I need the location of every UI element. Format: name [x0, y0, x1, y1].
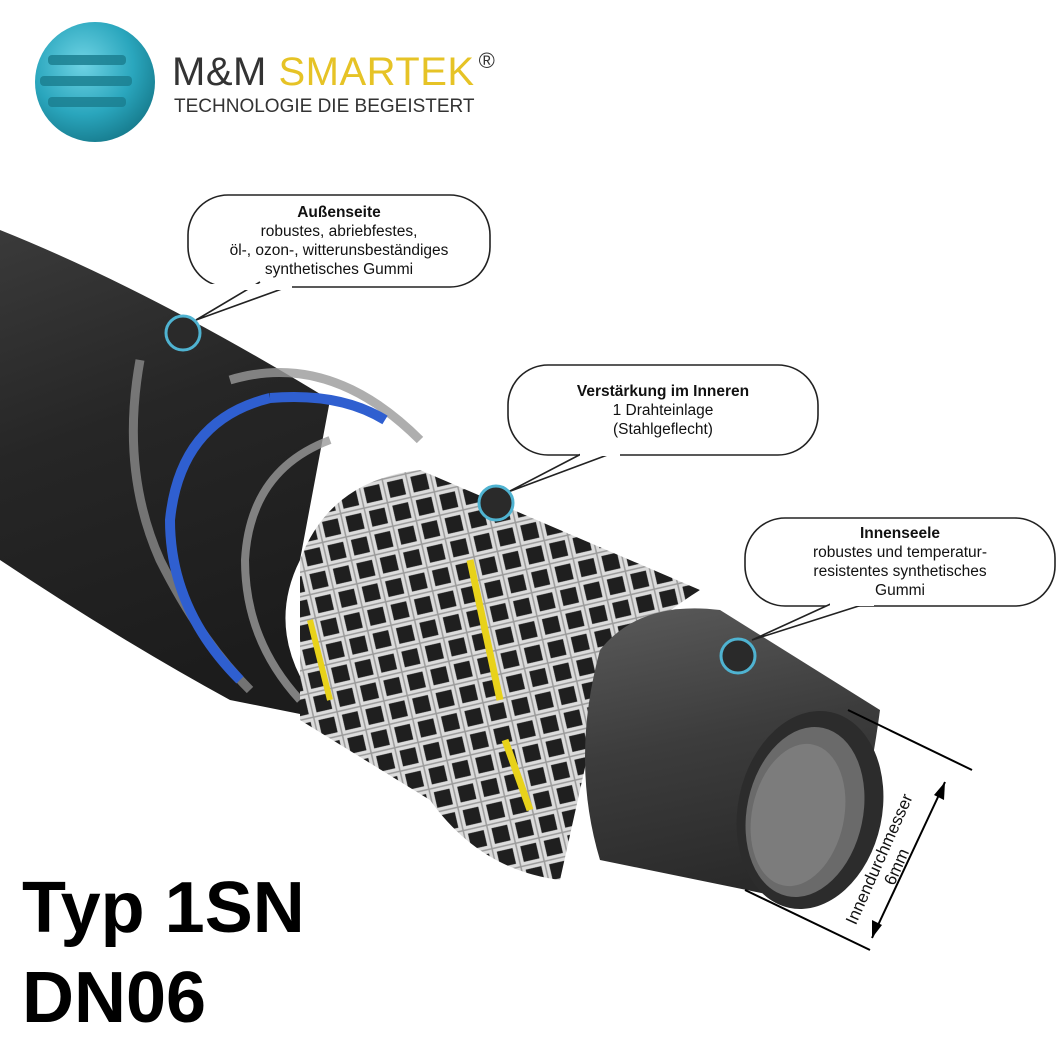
- hose-outer-jacket: [0, 230, 424, 720]
- brand-name: M&M SMARTEK®: [172, 48, 496, 95]
- callout-outer-line1: robustes, abriebfestes,: [260, 223, 418, 240]
- callout-inner-line1: robustes und temperatur-: [812, 544, 988, 561]
- callout-outer-line3: synthetisches Gummi: [264, 261, 414, 278]
- steel-braid-layer: [300, 470, 700, 880]
- size-label: DN06: [22, 958, 207, 1038]
- type-label: Typ 1SN: [22, 868, 305, 948]
- callout-outer-line2: öl-, ozon-, witterunsbeständiges: [229, 242, 449, 259]
- brand-name-part1: M&M: [172, 50, 279, 94]
- callout-reinforcement-line1: 1 Drahteinlage: [612, 402, 714, 419]
- callout-markers: [164, 314, 757, 675]
- logo-mark: [35, 22, 155, 142]
- callout-inner-line2: resistentes synthetisches: [813, 563, 987, 580]
- callout-reinforcement: Verstärkung im Inneren 1 Drahteinlage (S…: [509, 382, 817, 439]
- callout-bubbles: [187, 194, 1056, 641]
- brand-tagline: TECHNOLOGIE DIE BEGEISTERT: [174, 96, 475, 117]
- callout-reinforcement-line2: (Stahlgeflecht): [613, 421, 713, 438]
- brand-name-part2: SMARTEK: [278, 50, 475, 94]
- callout-inner-tube: Innenseele robustes und temperatur- resi…: [746, 524, 1054, 600]
- diameter-dimension: [744, 709, 973, 951]
- callout-inner-line3: Gummi: [875, 582, 925, 599]
- callout-outer-layer: Außenseite robustes, abriebfestes, öl-, …: [189, 203, 489, 279]
- inner-tube: [585, 608, 884, 909]
- callout-outer-title: Außenseite: [297, 204, 381, 221]
- registered-mark: ®: [478, 48, 496, 73]
- callout-reinforcement-title: Verstärkung im Inneren: [576, 383, 750, 400]
- callout-inner-title: Innenseele: [859, 525, 941, 542]
